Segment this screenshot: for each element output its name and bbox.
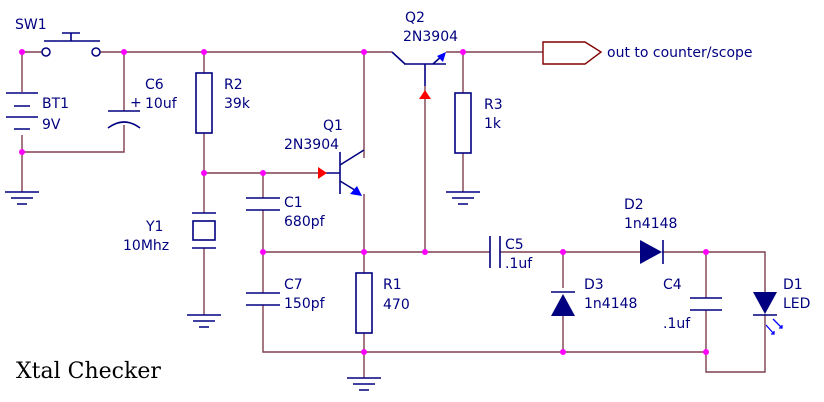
c5-value: .1uf	[505, 256, 533, 272]
r1-ref: R1	[383, 277, 402, 293]
led-d1	[753, 292, 783, 335]
c7-value: 150pf	[284, 296, 326, 312]
wire-c6-return	[22, 125, 125, 153]
c1-value: 680pf	[284, 214, 326, 230]
junction-nodes	[19, 49, 709, 355]
bt1-ref: BT1	[42, 96, 69, 112]
switch-sw1	[41, 32, 101, 57]
d2-ref: D2	[624, 197, 644, 213]
wire-bottom-rail	[262, 305, 706, 353]
output-label: out to counter/scope	[607, 45, 753, 61]
ground-y1	[187, 314, 221, 328]
q2-ref: Q2	[405, 10, 425, 26]
wire-d2-led	[662, 251, 766, 292]
c7-ref: C7	[284, 277, 303, 293]
c1-ref: C1	[284, 195, 303, 211]
diode-d3	[551, 291, 575, 316]
d3-ref: D3	[584, 277, 604, 293]
ground-battery	[5, 191, 39, 205]
d2-value: 1n4148	[624, 216, 677, 232]
transistor-q1	[318, 149, 365, 196]
c4-value: .1uf	[663, 316, 691, 332]
capacitor-c6	[107, 110, 141, 129]
wire-c4-led-return	[705, 310, 766, 373]
battery-bt1	[6, 92, 38, 130]
capacitor-c7	[246, 292, 280, 306]
c6-polarity: +	[130, 95, 142, 111]
wires	[21, 51, 766, 378]
c5-ref: C5	[505, 237, 524, 253]
q2-value: 2N3904	[403, 29, 458, 45]
q2-base-arrow-red	[419, 90, 431, 99]
c6-ref: C6	[145, 77, 164, 93]
c6-value: 10uf	[145, 96, 178, 112]
d1-ref: D1	[783, 277, 803, 293]
diode-d2	[640, 240, 664, 264]
output-port-flag	[542, 41, 603, 65]
r2-value: 39k	[224, 96, 251, 112]
bt1-value: 9V	[42, 117, 61, 133]
r1-value: 470	[383, 297, 410, 313]
q2-emitter-arrow-blue	[437, 52, 446, 62]
q1-ref: Q1	[323, 118, 343, 134]
r2-ref: R2	[224, 77, 243, 93]
diagram-title: Xtal Checker	[16, 359, 161, 384]
resistor-r1	[355, 272, 373, 334]
resistor-r2	[195, 72, 213, 134]
emitter-arrow-blue	[350, 186, 362, 196]
crystal-y1	[192, 212, 216, 249]
base-arrow-red	[318, 167, 327, 179]
resistor-r3	[454, 92, 472, 154]
c4-ref: C4	[663, 277, 682, 293]
capacitor-c5	[489, 236, 501, 268]
r3-ref: R3	[484, 97, 503, 113]
ground-r3	[446, 191, 480, 205]
y1-ref: Y1	[145, 219, 163, 235]
q1-value: 2N3904	[284, 137, 339, 153]
y1-value: 10Mhz	[123, 238, 169, 254]
d1-value: LED	[783, 296, 810, 312]
ground-r1	[347, 377, 381, 391]
transistor-q2	[391, 51, 446, 99]
capacitor-c1	[246, 197, 280, 211]
sw1-ref: SW1	[15, 17, 47, 33]
d3-value: 1n4148	[584, 296, 637, 312]
r3-value: 1k	[484, 116, 502, 132]
capacitor-c4	[690, 297, 722, 311]
